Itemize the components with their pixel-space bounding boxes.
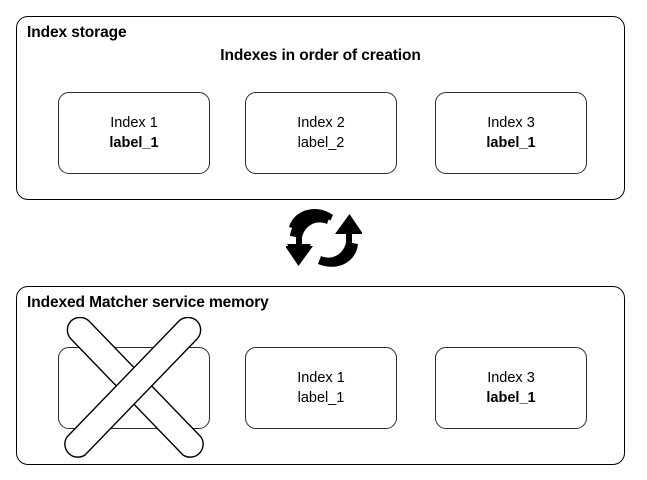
index-card-name: Index 2 [297, 115, 345, 131]
index-storage-panel-subtitle: Indexes in order of creation [220, 47, 421, 64]
index-card-name: Index 1 [110, 115, 158, 131]
indexed-matcher-memory-panel: Indexed Matcher service memory Index 1 l… [16, 286, 625, 465]
index-card-storage-1[interactable]: Index 1 label_1 [58, 92, 210, 174]
index-storage-panel-title: Index storage [27, 24, 127, 41]
index-card-memory-3[interactable]: Index 3 label_1 [435, 347, 587, 429]
index-card-label: label_2 [297, 135, 345, 151]
index-card-storage-3[interactable]: Index 3 label_1 [435, 92, 587, 174]
index-card-name: Index 3 [487, 370, 535, 386]
index-card-memory-1-removed[interactable] [58, 347, 210, 429]
index-card-name: Index 3 [487, 115, 535, 131]
index-storage-panel: Index storage Indexes in order of creati… [16, 16, 625, 200]
index-card-storage-2[interactable]: Index 2 label_2 [245, 92, 397, 174]
index-card-label: label_1 [486, 390, 536, 406]
index-card-name: Index 1 [297, 370, 345, 386]
index-card-memory-2[interactable]: Index 1 label_1 [245, 347, 397, 429]
indexed-matcher-memory-panel-title: Indexed Matcher service memory [27, 294, 269, 311]
index-card-label: label_1 [297, 390, 345, 406]
index-card-label: label_1 [109, 135, 159, 151]
index-card-label: label_1 [486, 135, 536, 151]
sync-arrows-icon [286, 206, 362, 274]
